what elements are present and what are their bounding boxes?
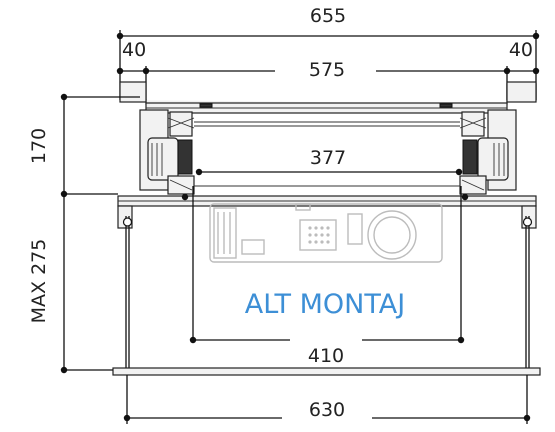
dimension-total-width: 655 bbox=[116, 5, 540, 100]
label-platform-inner: 410 bbox=[308, 345, 344, 367]
dimension-mechanism-height: 170 bbox=[28, 93, 140, 198]
cross-members bbox=[194, 121, 460, 187]
dimension-inner-span: 377 bbox=[195, 147, 463, 176]
projector-button-grid bbox=[308, 226, 330, 244]
dimension-inner-width: 575 40 40 bbox=[116, 39, 540, 100]
mounting-caption: ALT MONTAJ bbox=[245, 289, 405, 320]
top-mount-bracket bbox=[119, 81, 537, 114]
right-lift-mechanism bbox=[459, 109, 517, 195]
label-inner-span: 377 bbox=[310, 147, 346, 169]
left-lift-mechanism bbox=[139, 109, 195, 195]
label-max-drop: MAX 275 bbox=[28, 239, 50, 324]
dimension-max-drop: MAX 275 bbox=[28, 194, 113, 374]
bottom-platform bbox=[112, 367, 541, 376]
threaded-rods bbox=[122, 216, 533, 370]
label-side-left: 40 bbox=[122, 39, 146, 61]
label-side-right: 40 bbox=[509, 39, 533, 61]
label-total-width: 655 bbox=[310, 5, 346, 27]
lower-plate bbox=[117, 193, 537, 229]
label-inner-width: 575 bbox=[309, 59, 345, 81]
label-platform-width: 630 bbox=[309, 399, 345, 421]
dimension-platform-inner: 410 bbox=[189, 186, 465, 367]
label-mechanism-height: 170 bbox=[28, 128, 50, 164]
dimension-platform-width: 630 bbox=[123, 375, 531, 424]
projector-illustration bbox=[209, 203, 443, 263]
